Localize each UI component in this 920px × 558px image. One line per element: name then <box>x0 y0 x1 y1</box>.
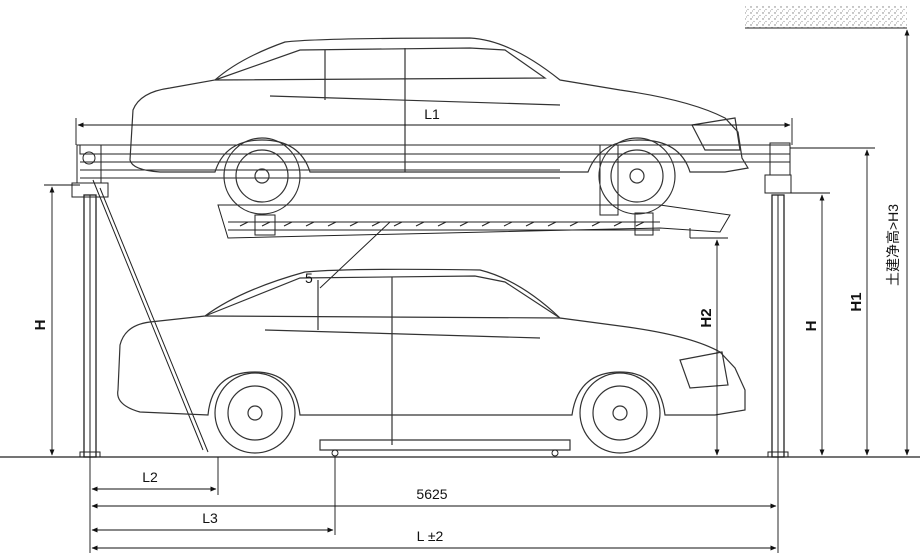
label-L3: L3 <box>202 510 218 526</box>
dim-bottom <box>89 457 779 553</box>
label-L-tol: L ±2 <box>417 528 444 544</box>
left-link-arm <box>92 179 204 451</box>
dim-H-right <box>790 192 830 456</box>
left-link-arm-2 <box>99 187 209 453</box>
dim-H1 <box>790 147 875 456</box>
dim-H-left <box>44 184 80 456</box>
label-5625: 5625 <box>416 486 447 502</box>
label-H3: 土建净高>H3 <box>885 204 901 286</box>
upper-platform <box>79 144 791 239</box>
dim-L1 <box>75 118 793 145</box>
label-part-5: 5 <box>305 270 313 286</box>
right-post <box>764 142 792 458</box>
label-L1: L1 <box>424 106 440 122</box>
ceiling-hatch <box>745 6 907 28</box>
label-H-right: H <box>803 321 820 332</box>
label-H1: H1 <box>848 292 865 311</box>
part5-leader <box>319 221 391 289</box>
upper-car <box>129 37 749 215</box>
lower-car <box>117 268 746 457</box>
label-L2: L2 <box>142 469 158 485</box>
left-post <box>71 144 109 458</box>
label-H-left: H <box>32 320 49 331</box>
dim-H2 <box>700 237 728 456</box>
label-H2: H2 <box>698 308 715 327</box>
